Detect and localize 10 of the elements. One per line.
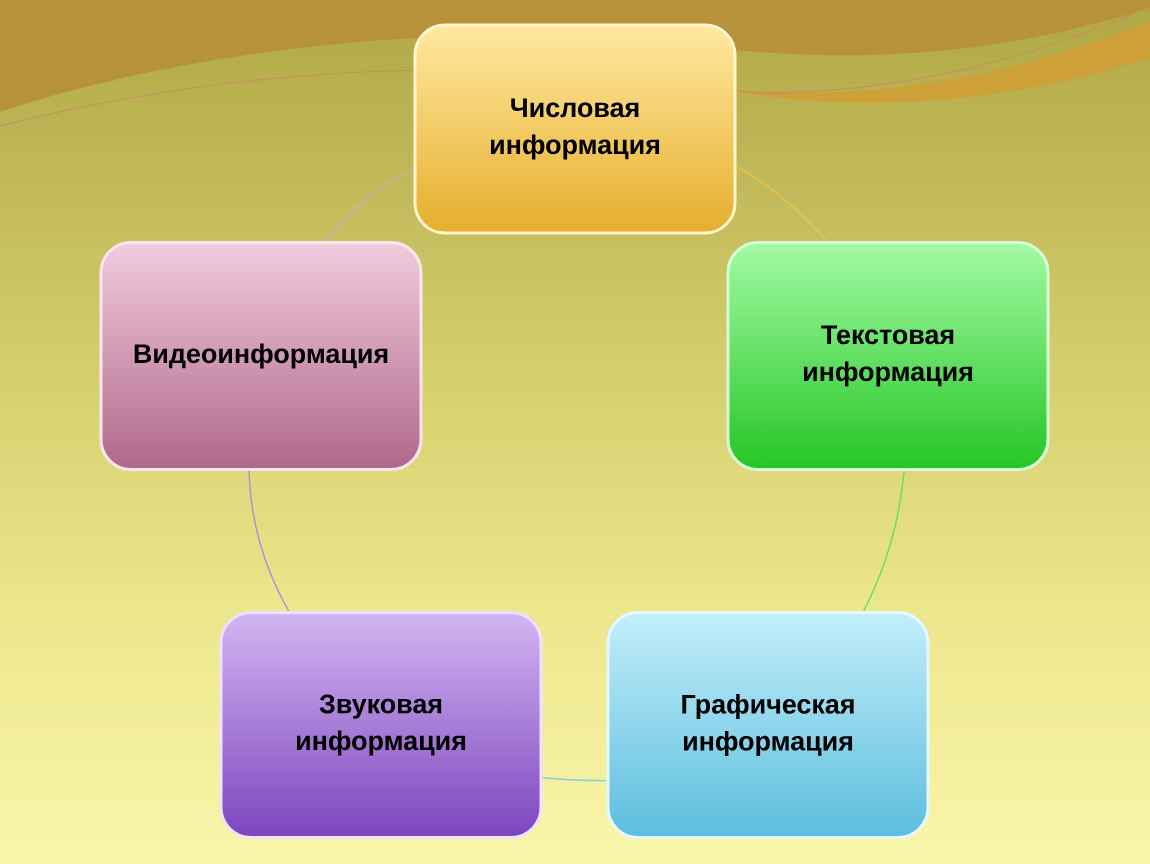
connector-arc (541, 776, 608, 782)
info-box: Видеоинформация (99, 241, 423, 471)
info-box: Числовая информация (413, 23, 737, 235)
info-box: Текстовая информация (726, 241, 1050, 471)
connector-arc (248, 470, 290, 612)
info-box: Звуковая информация (219, 611, 543, 839)
connector-arc (324, 168, 415, 242)
connector-arc (862, 470, 905, 612)
connector-arc (735, 165, 828, 242)
info-box: Графическая информация (606, 611, 930, 839)
